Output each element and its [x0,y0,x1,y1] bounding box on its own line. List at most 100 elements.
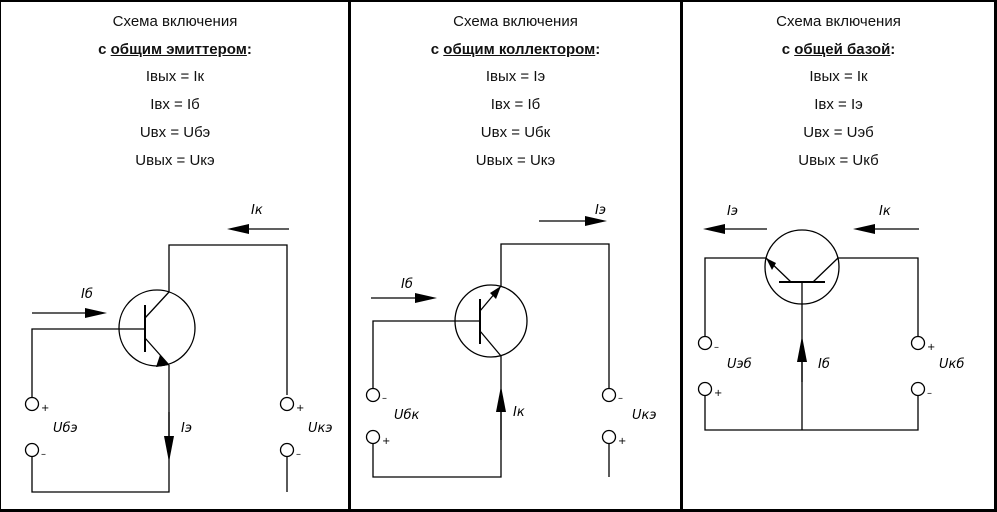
collector-current-arrowhead [496,386,506,412]
circuit-common-collector: Iб Iэ Iк Uбк Uкэ – + – + [365,203,657,478]
base-wire [372,320,480,388]
emitter-arrowhead [766,258,776,270]
base-current-arrowhead [85,308,107,318]
polarity-minus: – [927,388,932,399]
output-terminal-plus [601,429,617,445]
label-emitter-current: Iэ [181,421,192,436]
equation-output-current: Iвых = Iк [145,68,205,85]
emitter-current-arrowhead [164,436,174,462]
subtitle-suffix: : [246,41,252,58]
label-output-voltage: Uкэ [632,408,657,423]
emitter-arrowhead [156,355,169,367]
circuit-common-emitter: Iб Iк Iэ Uбэ Uкэ + – + – [24,203,333,493]
collector-wire [372,356,502,478]
label-collector-current: Iк [251,203,263,218]
polarity-plus: + [618,436,626,447]
equation-input-voltage: Uвх = Uэб [803,124,874,141]
emitter-wire [500,243,610,388]
subtitle-prefix: с [781,41,795,58]
emitter-current-arrowhead [585,216,607,226]
input-terminal-minus [365,387,381,403]
subtitle-prefix: с [430,41,444,58]
polarity-minus: – [618,393,623,404]
output-terminal-plus [279,396,295,412]
common-return-wire [704,395,919,431]
equation-output-voltage: Uвых = Uкб [798,152,879,169]
collector-wire [168,244,288,395]
polarity-plus: + [714,388,722,399]
subtitle-config-name: общей базой [794,41,891,58]
input-terminal-plus [365,429,381,445]
emitter-wire [704,257,766,336]
label-emitter-current: Iэ [595,203,606,218]
panel-common-base: Схема включения с общей базой: Iвых = Iк… [683,0,994,512]
collector-lead [144,291,170,319]
label-collector-current: Iк [513,405,525,420]
polarity-plus: + [296,403,304,414]
label-base-current: Iб [81,287,93,302]
transistor-body [118,289,196,367]
label-emitter-current: Iэ [727,204,738,219]
input-terminal-minus [697,335,713,351]
label-input-voltage: Uбэ [53,421,78,436]
subtitle-suffix: : [890,41,896,58]
polarity-minus: – [296,449,301,460]
equation-input-current: Iвх = Iб [150,96,200,113]
collector-lead [479,330,502,357]
panel-divider [680,0,683,512]
input-terminal-minus [24,442,40,458]
polarity-plus: + [382,436,390,447]
input-terminal-plus [697,381,713,397]
polarity-plus: + [41,403,49,414]
label-input-voltage: Uбк [394,408,420,423]
emitter-lead [144,337,170,366]
subtitle-config-name: общим коллектором [443,41,596,58]
panel-common-collector: Схема включения с общим коллектором: Iвы… [351,0,680,512]
panel-title: Схема включения [776,13,901,30]
collector-wire [838,257,919,336]
panel-common-emitter: Схема включения с общим эмиттером: Iвых … [1,0,349,512]
equation-output-voltage: Uвых = Uкэ [135,152,215,169]
emitter-current-arrowhead [703,224,725,234]
circuit-common-base: Iэ Iк Iб Uэб Uкб – + + – [697,204,964,431]
panel-title: Схема включения [112,13,238,30]
label-base-current: Iб [818,357,830,372]
label-output-voltage: Uкб [939,357,964,372]
equation-input-voltage: Uвх = Uбк [480,124,551,141]
panel-subtitle: с общей базой: [683,41,994,58]
collector-lead [812,257,839,283]
label-base-current: Iб [401,277,413,292]
output-terminal-minus [910,381,926,397]
collector-current-arrowhead [853,224,875,234]
output-terminal-plus [910,335,926,351]
subtitle-config-name: общим эмиттером [110,41,247,58]
subtitle-suffix: : [595,41,601,58]
panel-subtitle: с общим эмиттером: [1,41,349,58]
equation-output-current: Iвых = Iк [809,68,868,85]
polarity-minus: – [382,393,387,404]
collector-current-arrowhead [227,224,249,234]
panel-title: Схема включения [453,13,578,30]
label-collector-current: Iк [879,204,891,219]
output-terminal-minus [279,442,295,458]
equation-output-current: Iвых = Iэ [485,68,546,85]
emitter-arrowhead [490,286,501,299]
polarity-minus: – [714,342,719,353]
subtitle-prefix: с [98,41,111,58]
equation-output-voltage: Uвых = Uкэ [475,152,556,169]
base-current-arrowhead [415,293,437,303]
equation-input-current: Iвх = Iэ [814,96,863,113]
equation-input-voltage: Uвх = Uбэ [139,124,211,141]
panel-subtitle: с общим коллектором: [351,41,680,58]
polarity-minus: – [41,449,46,460]
label-output-voltage: Uкэ [308,421,333,436]
polarity-plus: + [927,342,935,353]
input-terminal-plus [24,396,40,412]
output-terminal-minus [601,387,617,403]
label-input-voltage: Uэб [727,357,752,372]
panel-divider [348,0,351,512]
base-wire [31,328,145,397]
base-current-arrowhead [797,336,807,362]
equation-input-current: Iвх = Iб [490,96,541,113]
